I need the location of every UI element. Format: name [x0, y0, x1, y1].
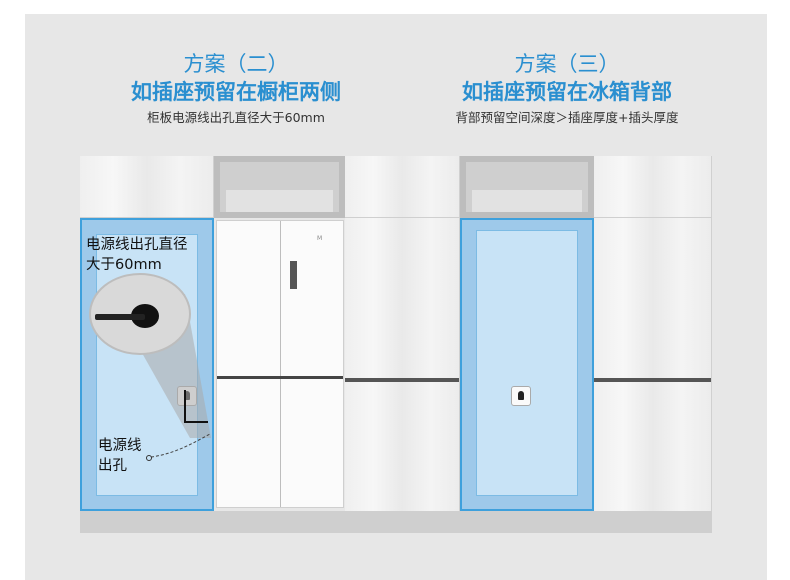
cable-route-line	[184, 390, 208, 423]
leader-line	[150, 433, 211, 458]
plan-three-heading: 方案（三） 如插座预留在冰箱背部 背部预留空间深度＞插座厚度+插头厚度	[417, 51, 717, 129]
cable-hole-line2: 出孔	[98, 458, 127, 474]
hole-diameter-label: 电源线出孔直径 大于60mm	[86, 235, 188, 275]
hole-diameter-line2: 大于60mm	[86, 257, 162, 273]
upper-cabinet-1	[80, 156, 214, 218]
upper-recess-2	[460, 156, 594, 218]
plan-two-subtitle: 柜板电源线出孔直径大于60mm	[147, 110, 325, 125]
tall-cabinet-middle	[345, 218, 460, 511]
upper-recess-1	[214, 156, 345, 218]
cable-hole-label: 电源线 出孔	[98, 436, 142, 476]
plan-three-subtitle: 背部预留空间深度＞插座厚度+插头厚度	[455, 110, 679, 125]
hole-diameter-line1: 电源线出孔直径	[86, 237, 188, 253]
fridge-door-split	[280, 221, 281, 507]
upper-cabinet-2	[345, 156, 460, 218]
cable-hole-zoom	[89, 273, 211, 461]
cable-hole-line1: 电源线	[98, 438, 142, 454]
plan-three-title: 方案（三）	[514, 52, 620, 76]
floor-plinth	[80, 511, 712, 533]
cabinet-handle	[345, 378, 459, 382]
power-cable	[95, 314, 145, 320]
tall-cabinet-right	[594, 218, 712, 511]
fridge-control-panel	[290, 261, 297, 289]
power-socket-back	[511, 386, 531, 406]
leader-dot	[146, 455, 152, 461]
kitchen-illustration: 方案（二） 如插座预留在橱柜两侧 柜板电源线出孔直径大于60mm 方案（三） 如…	[25, 14, 767, 580]
fridge-middle-gap	[217, 376, 343, 379]
plan-two-title: 方案（二）	[183, 52, 289, 76]
upper-cabinet-3	[594, 156, 712, 218]
back-cabinet-inner	[476, 230, 578, 496]
plan-three-main: 如插座预留在冰箱背部	[462, 80, 672, 104]
refrigerator: M	[216, 220, 344, 508]
plan-two-main: 如插座预留在橱柜两侧	[131, 80, 341, 104]
plan-two-heading: 方案（二） 如插座预留在橱柜两侧 柜板电源线出孔直径大于60mm	[86, 51, 386, 129]
cabinet-handle	[594, 378, 711, 382]
fridge-logo: M	[317, 235, 323, 242]
back-cabinet-highlight	[460, 218, 594, 511]
